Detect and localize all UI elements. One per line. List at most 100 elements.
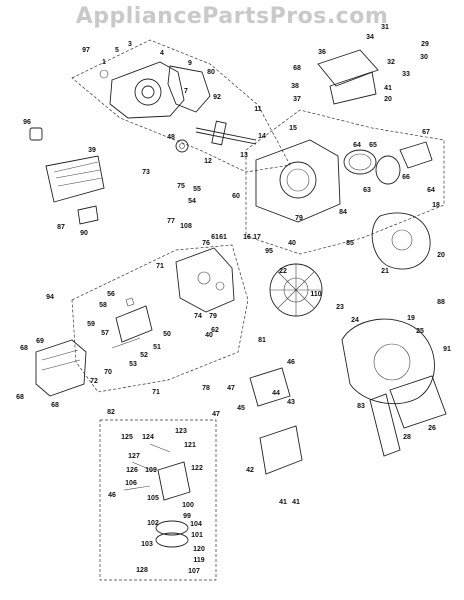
part-label-p36: 36 xyxy=(318,49,326,56)
crankcase-cover xyxy=(99,61,185,119)
part-label-p69: 69 xyxy=(36,338,44,345)
part-label-p31: 31 xyxy=(381,24,389,31)
air-cleaner xyxy=(45,155,105,225)
part-label-p48: 48 xyxy=(167,134,175,141)
filter-element xyxy=(29,127,43,141)
part-label-p100: 100 xyxy=(182,502,194,509)
part-label-p41c: 41 xyxy=(292,499,300,506)
part-label-p67: 67 xyxy=(422,129,430,136)
part-label-p5: 5 xyxy=(115,47,119,54)
part-label-p123: 123 xyxy=(175,428,187,435)
part-label-p9: 9 xyxy=(188,60,192,67)
part-label-p107: 107 xyxy=(188,568,200,575)
part-label-p19: 19 xyxy=(407,315,415,322)
part-label-p68c: 68 xyxy=(16,394,24,401)
part-label-p81: 81 xyxy=(258,337,266,344)
part-label-p65: 65 xyxy=(369,142,377,149)
part-label-p128: 128 xyxy=(136,567,148,574)
part-label-p47a: 47 xyxy=(227,385,235,392)
part-label-p60: 60 xyxy=(232,193,240,200)
part-label-p45: 45 xyxy=(237,405,245,412)
part-label-p78: 78 xyxy=(202,385,210,392)
part-label-p40a: 40 xyxy=(288,240,296,247)
part-label-p90: 90 xyxy=(80,230,88,237)
engine-block xyxy=(255,139,341,223)
crankcase-group-outline xyxy=(71,39,291,173)
part-label-p4: 4 xyxy=(160,50,164,57)
part-label-p25: 25 xyxy=(416,328,424,335)
crankshaft xyxy=(175,120,257,153)
part-label-p7: 7 xyxy=(184,88,188,95)
part-label-p97: 97 xyxy=(82,47,90,54)
part-label-p122: 122 xyxy=(191,465,203,472)
fuel-pump-assembly xyxy=(249,367,303,475)
part-label-p55: 55 xyxy=(193,186,201,193)
part-label-p14: 14 xyxy=(258,133,266,140)
part-label-p24: 24 xyxy=(351,317,359,324)
part-label-p32: 32 xyxy=(387,59,395,66)
part-label-p95: 95 xyxy=(265,248,273,255)
part-label-p119: 119 xyxy=(193,557,204,564)
part-label-p91: 91 xyxy=(443,346,451,353)
part-label-p110: 110 xyxy=(310,291,321,298)
rocker-cover xyxy=(317,49,379,105)
part-label-p13: 13 xyxy=(240,152,248,159)
part-label-p102: 102 xyxy=(147,520,159,527)
part-label-p124: 124 xyxy=(142,434,154,441)
piston-assembly xyxy=(343,141,433,185)
part-label-p18: 18 xyxy=(432,202,440,209)
part-label-p38: 38 xyxy=(291,83,299,90)
part-label-p68b: 68 xyxy=(20,345,28,352)
recoil-starter xyxy=(369,375,447,457)
part-label-p64b: 64 xyxy=(427,187,435,194)
part-label-p71a: 71 xyxy=(156,263,164,270)
part-label-p56: 56 xyxy=(107,291,115,298)
part-label-p68a: 68 xyxy=(293,65,301,72)
part-label-p108: 108 xyxy=(180,223,192,230)
cylinder-head-group-outline xyxy=(71,244,249,393)
part-label-p72: 72 xyxy=(90,378,98,385)
carburetor-kit-outline xyxy=(99,419,217,581)
part-label-p75: 75 xyxy=(177,183,185,190)
part-label-p51: 51 xyxy=(153,344,161,351)
cylinder-head xyxy=(175,247,235,313)
group-outlines xyxy=(71,39,445,581)
part-label-p34: 34 xyxy=(366,34,374,41)
gasket xyxy=(167,65,211,113)
part-label-p105: 105 xyxy=(147,495,159,502)
part-label-p47b: 47 xyxy=(212,411,220,418)
part-label-p70: 70 xyxy=(104,369,112,376)
part-label-p64a: 64 xyxy=(353,142,361,149)
part-label-p77: 77 xyxy=(167,218,175,225)
part-label-p57: 57 xyxy=(101,330,109,337)
valve-train xyxy=(111,297,153,349)
part-label-p125: 125 xyxy=(121,434,133,441)
part-label-p54: 54 xyxy=(188,198,196,205)
part-label-p73: 73 xyxy=(142,169,150,176)
part-label-p103: 103 xyxy=(141,541,153,548)
part-label-p71b: 71 xyxy=(152,389,160,396)
part-label-p101: 101 xyxy=(191,532,203,539)
part-label-p79b: 79 xyxy=(209,313,217,320)
watermark: AppliancePartsPros.com xyxy=(75,4,389,29)
part-label-p30: 30 xyxy=(420,54,428,61)
part-label-p33: 33 xyxy=(402,71,410,78)
part-label-p20a: 20 xyxy=(384,96,392,103)
part-label-p41b: 41 xyxy=(279,499,287,506)
ignition-coil xyxy=(371,212,431,270)
part-label-p59: 59 xyxy=(87,321,95,328)
part-label-p68d: 68 xyxy=(51,402,59,409)
part-label-p52: 52 xyxy=(140,352,148,359)
part-label-p39: 39 xyxy=(88,147,96,154)
muffler xyxy=(35,339,87,397)
part-label-p83: 83 xyxy=(357,403,365,410)
part-label-p40b: 40 xyxy=(205,332,213,339)
part-label-p127: 127 xyxy=(128,453,140,460)
part-label-p94: 94 xyxy=(46,294,54,301)
part-label-p99: 99 xyxy=(183,513,191,520)
flywheel xyxy=(269,263,323,317)
part-label-p79a: 79 xyxy=(295,215,303,222)
part-label-p106: 106 xyxy=(125,480,137,487)
